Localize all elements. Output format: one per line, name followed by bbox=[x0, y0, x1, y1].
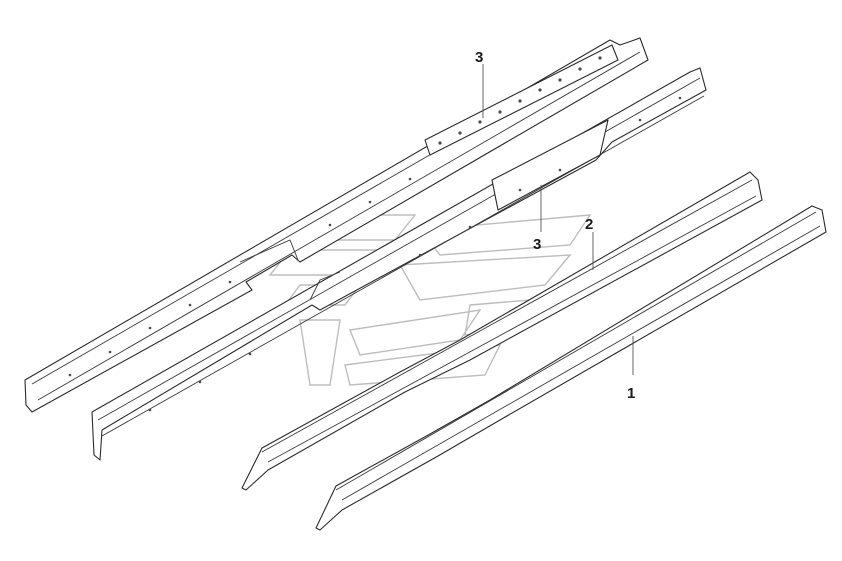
frame-rail-outer bbox=[24, 37, 649, 413]
part-1-channel bbox=[315, 205, 827, 531]
callout-3-top: 3 bbox=[475, 49, 483, 66]
rail-holes bbox=[68, 56, 602, 377]
callout-2: 2 bbox=[585, 216, 593, 233]
callout-3-mid: 3 bbox=[533, 236, 541, 253]
part-2-channel bbox=[241, 171, 763, 491]
callout-1: 1 bbox=[627, 385, 635, 402]
frame-rail-inner bbox=[91, 67, 707, 461]
rail-holes-inner bbox=[148, 96, 682, 412]
